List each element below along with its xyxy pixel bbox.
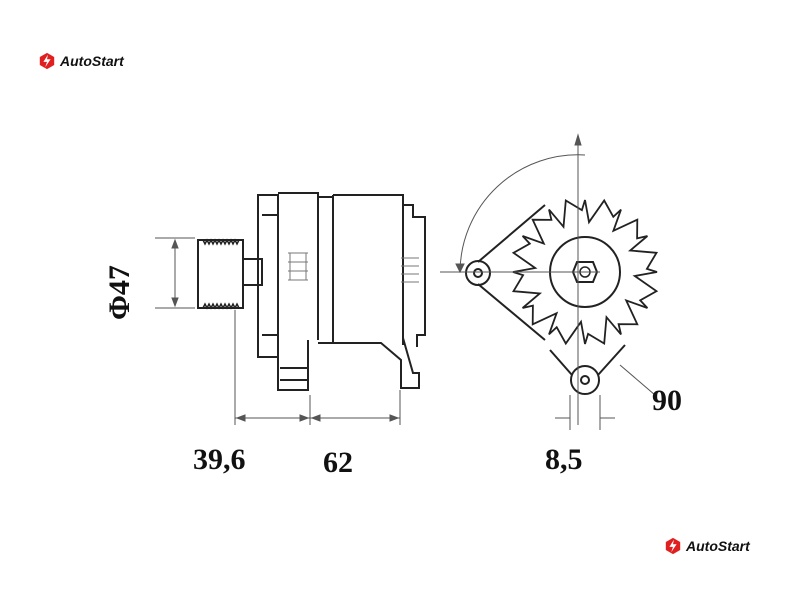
brand-name: AutoStart [60,53,124,69]
bottom-ear-hole [580,375,590,385]
ear-label: 8,5 [545,443,583,476]
left-ear-hole [473,268,483,278]
pulley [197,239,244,309]
autostart-logo-icon [665,537,681,555]
autostart-logo-icon [39,52,55,70]
length-label: 62 [323,446,353,479]
brand-name: AutoStart [686,538,750,554]
front-vent [288,252,308,281]
dimension-lines [155,237,401,425]
rear-housing [332,194,426,389]
brand-logo-bottom: AutoStart [664,537,750,555]
front-housing [277,192,319,391]
offset-label: 39,6 [193,443,246,476]
brand-logo-top: AutoStart [38,52,124,70]
housing-ring [318,196,333,344]
pulley-grooves [202,238,240,310]
left-ear [465,260,491,286]
side-view [155,192,426,425]
mount-bracket [477,204,626,376]
shaft [242,258,263,286]
front-view [440,133,659,430]
angle-label: 90 [652,384,682,417]
diameter-label: Φ47 [103,265,136,320]
dimension-lines [440,133,656,430]
bottom-ear [570,365,600,395]
rear-vent [401,257,419,283]
